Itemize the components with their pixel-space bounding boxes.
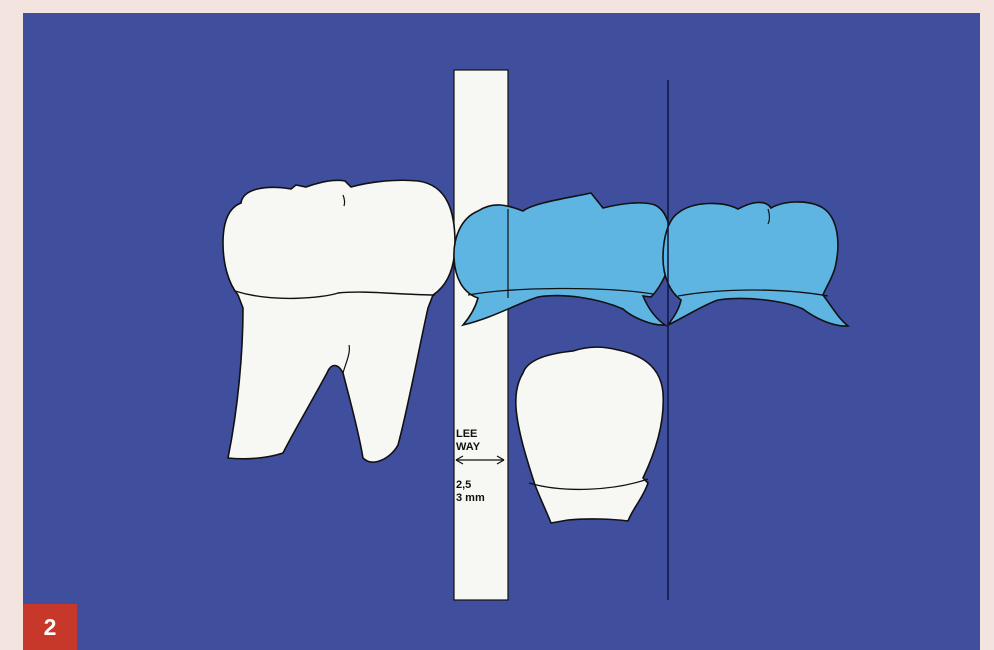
measurement-label-line2: 3 mm <box>456 492 485 504</box>
measurement-label-line1: 2,5 <box>456 479 471 491</box>
figure-number: 2 <box>44 614 57 641</box>
successor-premolar <box>516 347 663 523</box>
first-molar <box>223 180 455 462</box>
figure-panel: LEE WAY 2,5 3 mm <box>23 13 980 650</box>
leeway-label-line2: WAY <box>456 441 481 453</box>
leeway-strip <box>454 70 508 600</box>
leeway-space-diagram: LEE WAY 2,5 3 mm <box>23 13 980 650</box>
leeway-label-line1: LEE <box>456 428 477 440</box>
figure-number-badge: 2 <box>23 604 77 650</box>
second-deciduous-molar-blue <box>663 202 848 326</box>
deciduous-molar-blue <box>454 193 671 325</box>
